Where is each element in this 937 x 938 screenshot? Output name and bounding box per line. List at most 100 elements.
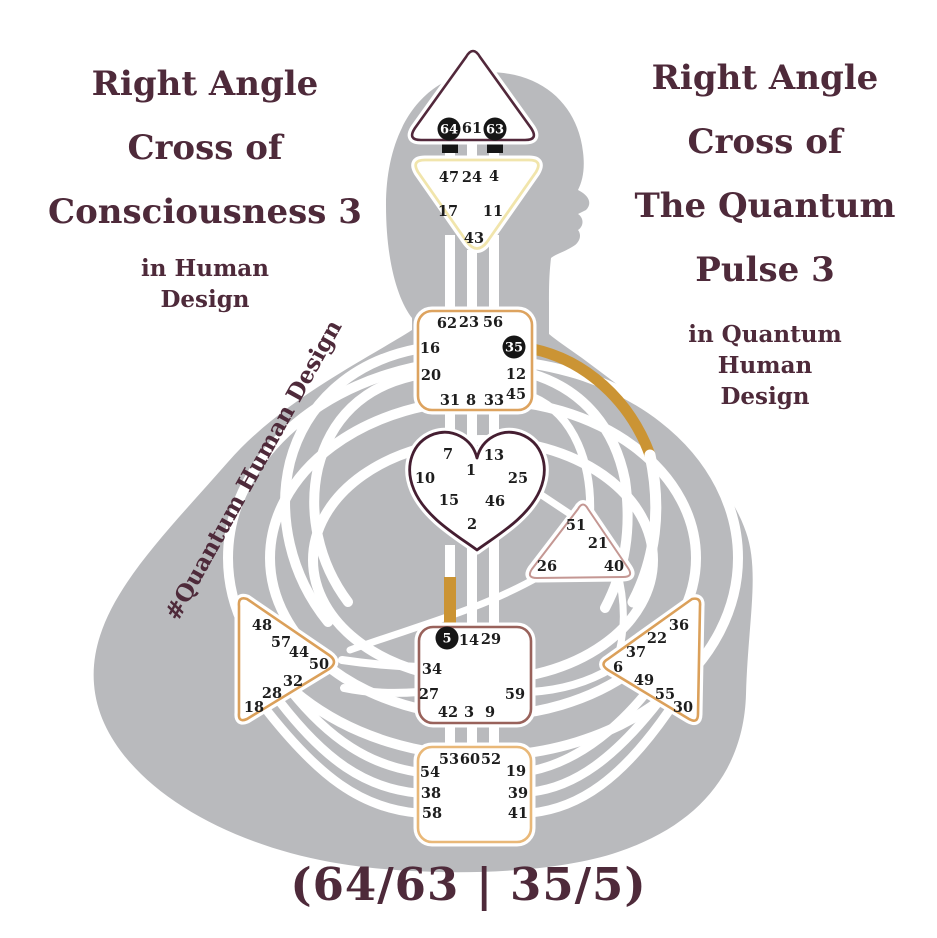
gate-number-56: 56 [483, 314, 503, 331]
gate-number-24: 24 [462, 169, 482, 186]
gate-number-11: 11 [483, 203, 503, 220]
center-solar-plexus-shape [602, 597, 702, 722]
center-g-heart-shape [408, 431, 546, 552]
channel-45-21 [529, 393, 595, 519]
gate-number-40: 40 [604, 558, 624, 575]
gate-number-20: 20 [421, 367, 441, 384]
title-left-subline: in Human [141, 255, 269, 282]
gate-number-34: 34 [422, 661, 442, 678]
center-root-shape [416, 745, 533, 844]
channel-20-57 [309, 370, 422, 607]
channel-42-53 [445, 722, 455, 748]
center-will-shape [528, 503, 632, 579]
title-left-line: Consciousness 3 [48, 192, 362, 232]
gate-number-7: 7 [443, 446, 453, 463]
title-right-line: The Quantum [634, 186, 896, 226]
channel-18-58 [263, 707, 422, 818]
cross-notation: (64/63 | 35/5) [290, 858, 647, 911]
gate-number-50: 50 [309, 656, 329, 673]
channel-highlight-35-36 [531, 343, 656, 457]
gate-number-29: 29 [481, 631, 501, 648]
channel-stub-gate-64 [442, 142, 458, 153]
title-right-line: Right Angle [651, 58, 879, 98]
gate-number-5: 5 [442, 632, 451, 647]
gate-number-64: 64 [440, 123, 458, 138]
center-head-shape [410, 49, 536, 142]
gate-number-39: 39 [508, 785, 528, 802]
gate-number-49: 49 [634, 672, 654, 689]
gate-number-37: 37 [626, 644, 646, 661]
title-right-subline: Human [717, 352, 813, 379]
channel-17-62 [445, 235, 455, 313]
channel-61-24 [467, 137, 477, 161]
center-outlines [237, 49, 702, 844]
channel-15-5 [445, 545, 455, 585]
channel-27-50 [340, 684, 423, 697]
gate-number-4: 4 [489, 168, 499, 185]
channel-9-52 [489, 722, 499, 748]
gate-number-61: 61 [462, 120, 482, 137]
gate-number-2: 2 [467, 516, 477, 533]
gate-number-8: 8 [466, 392, 476, 409]
gate-number-38: 38 [421, 785, 441, 802]
gate-number-59: 59 [505, 686, 525, 703]
gate-number-62: 62 [437, 315, 457, 332]
gate-5-filled-circle [435, 626, 459, 650]
channel-2-14 [467, 548, 477, 628]
gate-number-18: 18 [244, 699, 264, 716]
title-left-line: Cross of [127, 128, 283, 168]
gate-number-22: 22 [647, 630, 667, 647]
gate-number-9: 9 [485, 704, 495, 721]
gate-number-47: 47 [439, 169, 459, 186]
center-sacral-shape [417, 625, 533, 725]
channel-49-19 [526, 683, 655, 776]
gate-number-33: 33 [484, 392, 504, 409]
gate-35-filled-circle [502, 335, 526, 359]
center-throat-shape [416, 309, 534, 412]
channel-highlight-gate-5 [444, 577, 456, 629]
gate-number-3: 3 [464, 704, 474, 721]
gate-number-51: 51 [566, 517, 586, 534]
title-right-subline: Design [720, 383, 810, 410]
gate-number-21: 21 [588, 535, 608, 552]
channel-8-1 [467, 410, 477, 458]
gate-number-54: 54 [420, 764, 440, 781]
gate-number-36: 36 [669, 617, 689, 634]
gate-number-60: 60 [460, 751, 480, 768]
gate-number-35: 35 [505, 341, 523, 356]
gate-number-16: 16 [420, 340, 440, 357]
gate-number-44: 44 [289, 644, 309, 661]
center-spleen-shape [237, 597, 336, 722]
gate-number-42: 42 [438, 704, 458, 721]
center-ajna-shape [414, 158, 540, 250]
gate-number-19: 19 [506, 763, 526, 780]
channel-30-41 [526, 707, 673, 818]
title-left-block: Right Angle Cross of Consciousness 3 in … [20, 52, 390, 315]
gate-number-31: 31 [440, 392, 460, 409]
gate-number-15: 15 [439, 492, 459, 509]
channel-34-57 [338, 656, 423, 671]
channel-46-29 [489, 540, 499, 628]
gate-number-28: 28 [262, 685, 282, 702]
gate-64-filled-circle [437, 117, 461, 141]
gate-number-23: 23 [459, 314, 479, 331]
gate-63-filled-circle [483, 117, 507, 141]
gate-number-53: 53 [439, 751, 459, 768]
channel-28-38 [285, 685, 422, 777]
channel-55-39 [526, 695, 665, 797]
gate-number-1: 1 [466, 462, 476, 479]
gate-number-48: 48 [252, 617, 272, 634]
channel-stub-gate-63 [487, 142, 503, 153]
gate-number-17: 17 [438, 203, 458, 220]
title-left-subline: Design [160, 286, 250, 313]
channel-33-13 [489, 410, 499, 452]
gate-number-12: 12 [506, 366, 526, 383]
title-right-subline: in Quantum [688, 321, 842, 348]
channel-16-48 [280, 344, 422, 627]
gate-number-58: 58 [422, 805, 442, 822]
gate-number-27: 27 [419, 686, 439, 703]
gate-number-10: 10 [415, 470, 435, 487]
channel-11-56 [489, 235, 499, 313]
